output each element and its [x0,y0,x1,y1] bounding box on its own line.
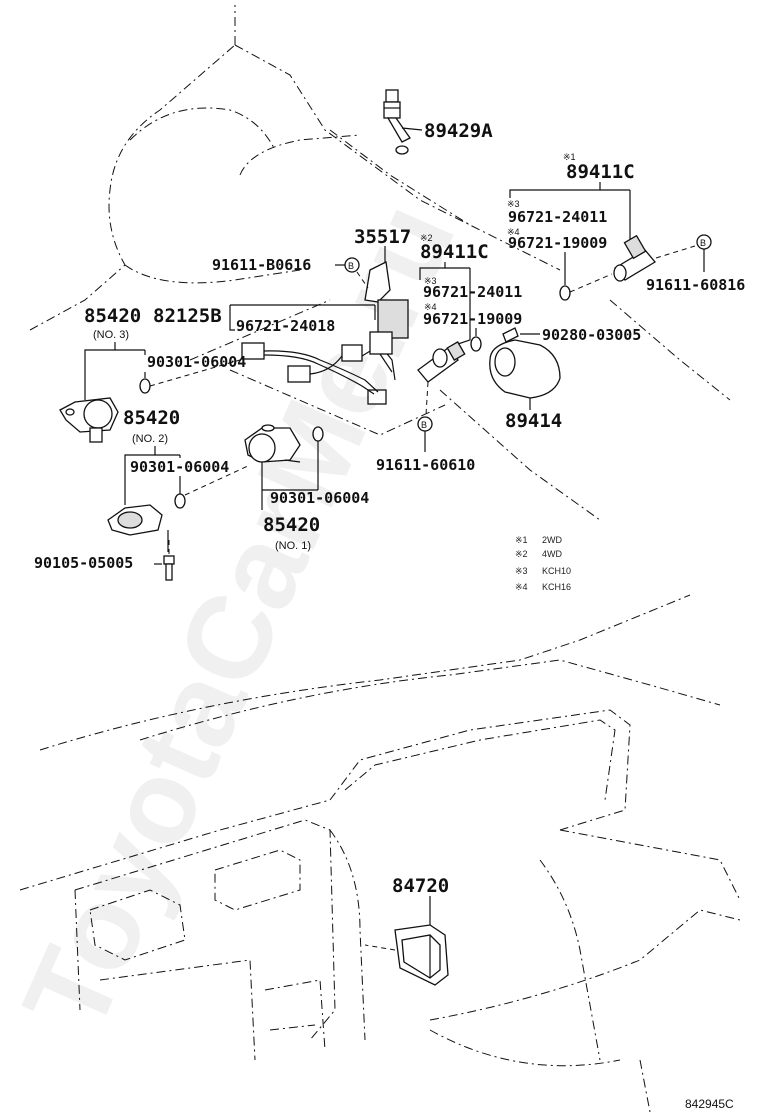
label-90301-06004-b: 90301-06004 [130,458,229,476]
dashboard-outline [19,594,741,1112]
part-85420-no2: 85420 (NO. 2) 90301-06004 90105-05005 [34,407,251,581]
marker-B-2: B [348,261,354,271]
part-82125B: 82125B 96721-24018 [153,299,446,436]
diagram-code: 842945C [685,1097,734,1111]
label-89411C-b: 89411C [420,241,489,263]
label-91611-60610: 91611-60610 [376,456,475,474]
part-89414: 89414 [489,339,562,432]
label-82125B: 82125B [153,305,222,327]
label-96721-19009-b: 96721-19009 [423,310,522,328]
legend-mark-1: ※1 [515,535,528,545]
label-91611-B0616: 91611-B0616 [212,256,311,274]
label-89411C-a: 89411C [566,161,635,183]
legend-text-1: 2WD [542,535,563,545]
legend-mark-3: ※3 [515,566,528,576]
part-89411C-2wd: ※1 89411C ※3 96721-24011 ※4 96721-19009 … [507,152,745,301]
label-90301-06004-c: 90301-06004 [270,489,369,507]
legend-text-4: KCH16 [542,582,571,592]
label-89414: 89414 [505,410,562,432]
label-90105-05005: 90105-05005 [34,554,133,572]
label-96721-19009-a: 96721-19009 [508,234,607,252]
legend: ※1 2WD ※2 4WD ※3 KCH10 ※4 KCH16 [515,535,571,592]
part-85420-no3: 85420 (NO. 3) 90301-06004 [59,305,246,443]
legend-mark-4: ※4 [515,582,528,592]
label-89429A: 89429A [424,120,493,142]
note-96721-24011-b: ※3 [424,276,437,286]
label-85420-no1-sub: (NO. 1) [275,540,311,552]
note-96721-19009-b: ※4 [424,302,437,312]
label-96721-24018: 96721-24018 [236,317,335,335]
marker-B-3: B [421,420,427,430]
legend-mark-2: ※2 [515,549,528,559]
label-85420-no3-sub: (NO. 3) [93,329,129,341]
label-96721-24011-b: 96721-24011 [423,283,522,301]
part-89429A: 89429A [383,89,493,155]
part-35517: 35517 [354,226,411,303]
note-96721-19009-a: ※4 [507,227,520,237]
part-89411C-4wd: ※2 89411C ※3 96721-24011 ※4 96721-19009 … [376,233,522,474]
note-96721-24011-a: ※3 [507,199,520,209]
label-96721-24011-a: 96721-24011 [508,208,607,226]
label-84720: 84720 [392,875,449,897]
marker-B-1: B [700,238,706,248]
label-90280-03005: 90280-03005 [542,326,641,344]
part-91611-B0616: 91611-B0616 B [212,256,369,289]
label-85420-no2: 85420 [123,407,180,429]
label-85420-no1: 85420 [263,514,320,536]
label-35517: 35517 [354,226,411,248]
part-90280-03005: 90280-03005 [502,326,641,344]
label-91611-60816: 91611-60816 [646,276,745,294]
part-84720: 84720 [364,875,449,986]
transmission-outline [29,5,731,521]
legend-text-3: KCH10 [542,566,571,576]
note-89411C-a: ※1 [563,152,576,162]
part-85420-no1: 90301-06004 85420 (NO. 1) [244,424,369,552]
label-90301-06004-a: 90301-06004 [147,353,246,371]
label-85420-no2-sub: (NO. 2) [132,433,168,445]
note-89411C-b: ※2 [420,233,433,243]
legend-text-2: 4WD [542,549,563,559]
label-85420-no3: 85420 [84,305,141,327]
